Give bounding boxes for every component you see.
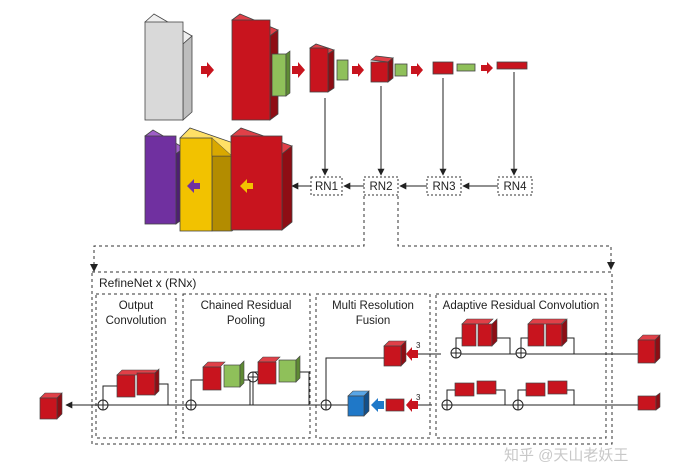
arc-upper-path xyxy=(450,318,575,359)
refinenet-panel: RefineNet x (RNx) Output Convolution Cha… xyxy=(91,271,613,445)
watermark: 知乎 @天山老妖王 xyxy=(504,447,628,464)
arrow-red-2 xyxy=(292,62,305,78)
arc-input-upper xyxy=(637,334,661,364)
rn2-panel-connectors xyxy=(93,196,612,268)
arc-upper-block-b xyxy=(527,318,568,347)
encoder-row xyxy=(144,13,528,121)
mrf-module: 3 3 xyxy=(320,340,441,417)
encoder-block-3 xyxy=(370,55,408,83)
connector-arrowheads xyxy=(90,262,615,272)
encoder-block-1 xyxy=(231,13,291,121)
rn-node-3-label: RN3 xyxy=(432,181,455,193)
encoder-block-2 xyxy=(309,43,349,93)
stage-box-crp xyxy=(182,293,311,439)
encoder-to-rn-links xyxy=(321,72,518,176)
mrf-upsample-arrow-top xyxy=(406,347,418,361)
arc-upper-block-a xyxy=(461,318,498,347)
upsample-factor-top: 3 xyxy=(416,341,421,350)
crp-block-b xyxy=(257,355,301,385)
stage-box-arc xyxy=(435,293,607,439)
mrf-upsample-arrow-bottom xyxy=(406,398,418,412)
panel-title: RefineNet x (RNx) xyxy=(99,276,196,290)
upsample-factor-bottom: 3 xyxy=(416,393,421,402)
crp-module xyxy=(185,355,310,411)
stage-label-crp-2: Pooling xyxy=(227,315,265,327)
mrf-upper-block xyxy=(383,340,407,367)
rn-node-4-label: RN4 xyxy=(503,181,527,193)
final-output-block xyxy=(39,392,63,420)
stage-box-output-conv xyxy=(95,293,177,439)
rn-node-2: RN2 xyxy=(363,176,399,196)
input-image-slab xyxy=(144,13,193,121)
stage-label-mrf-2: Fusion xyxy=(356,315,391,327)
stage-label-output-conv-2: Convolution xyxy=(106,315,167,327)
rn-node-1-label: RN1 xyxy=(315,181,338,193)
arrow-purple xyxy=(187,179,200,193)
encoder-block-5 xyxy=(496,61,528,70)
output-purple-slab xyxy=(144,129,185,225)
encoder-block-4 xyxy=(432,61,476,75)
mrf-lower-block xyxy=(385,398,405,412)
rn-node-1: RN1 xyxy=(310,176,343,196)
rn-node-4: RN4 xyxy=(497,176,533,196)
output-red-slab xyxy=(230,127,293,231)
stage-label-output-conv-1: Output xyxy=(119,300,154,312)
arrow-red-4 xyxy=(411,63,423,77)
stage-box-mrf xyxy=(315,293,431,439)
decoder-output xyxy=(144,127,293,232)
mrf-blue-arrow xyxy=(371,398,384,412)
arc-input-lower xyxy=(637,392,661,411)
crp-block-a xyxy=(202,360,245,391)
arrow-red-1 xyxy=(201,62,214,78)
output-conv-module xyxy=(97,368,169,411)
arc-module xyxy=(441,318,661,411)
rn-node-2-label: RN2 xyxy=(369,181,392,193)
arrow-yellow xyxy=(240,179,253,193)
arc-lower-path xyxy=(441,380,575,411)
stage-label-mrf-1: Multi Resolution xyxy=(332,300,414,312)
stage-label-arc: Adaptive Residual Convolution xyxy=(443,300,600,312)
mrf-blue-block xyxy=(347,390,370,417)
rn-node-3: RN3 xyxy=(426,176,462,196)
output-conv-block xyxy=(116,368,160,398)
arrow-red-3 xyxy=(352,63,364,77)
arrow-red-5 xyxy=(481,62,493,74)
stage-label-crp-1: Chained Residual xyxy=(201,300,292,312)
